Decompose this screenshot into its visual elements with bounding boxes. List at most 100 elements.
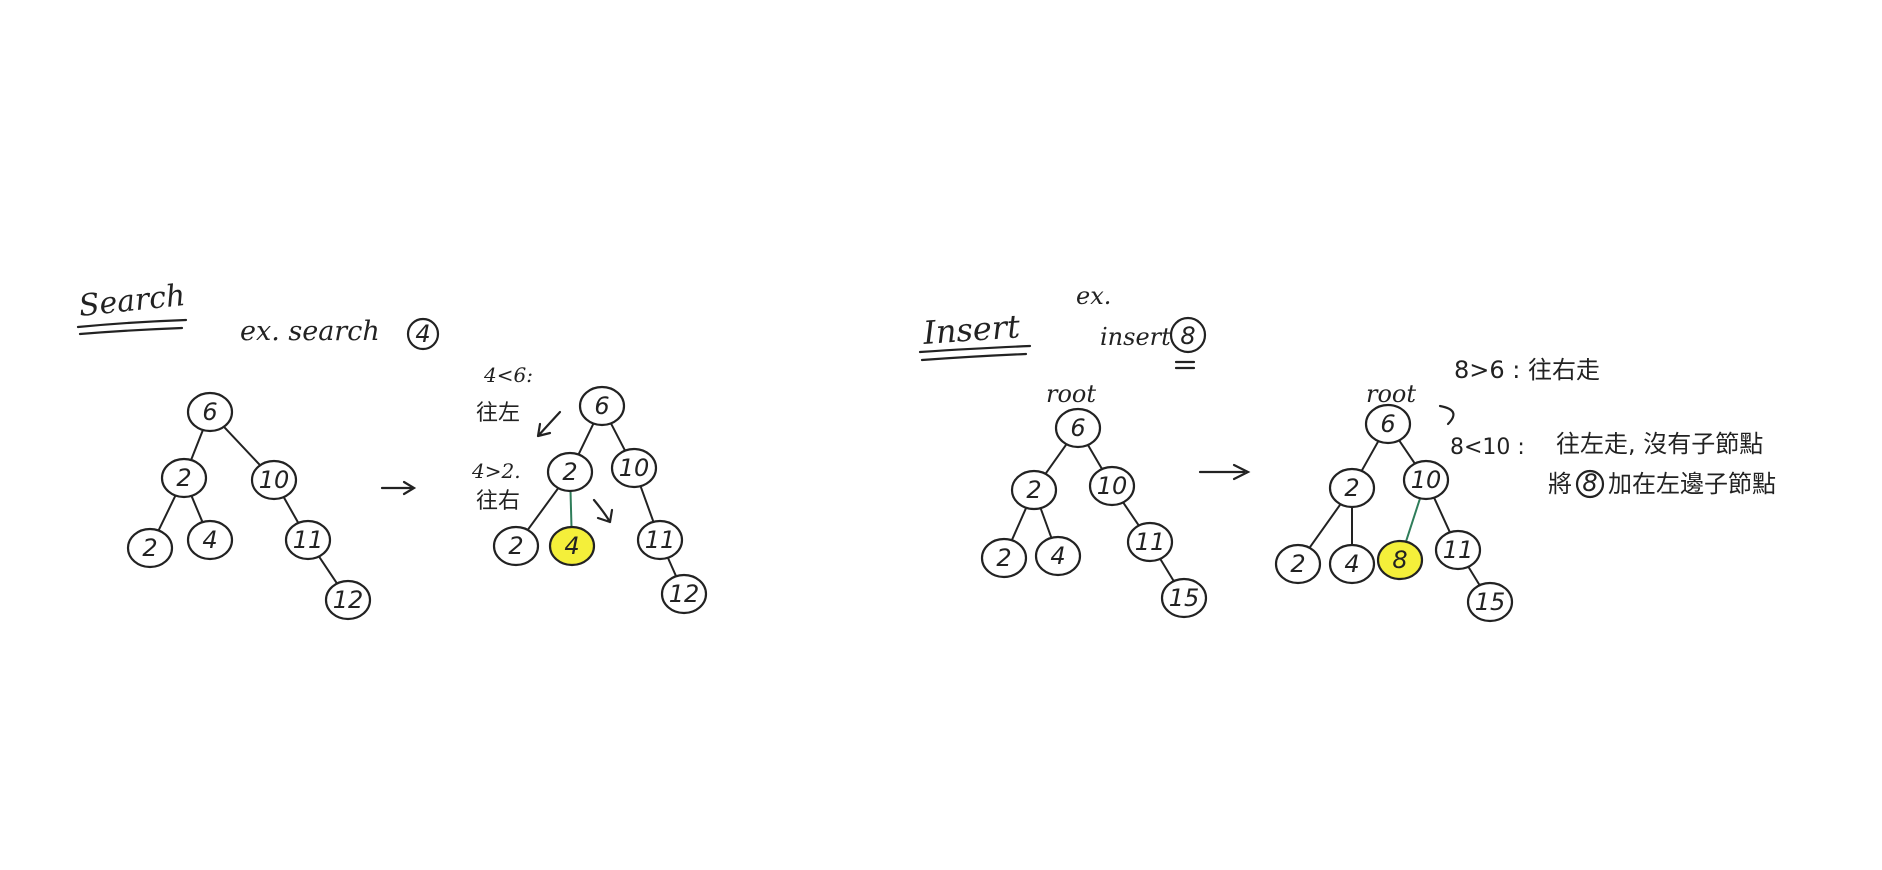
tree-node: 2 (492, 525, 540, 567)
tree-node-label: 8 (1392, 546, 1407, 574)
tree-node-circle (1364, 403, 1412, 445)
tree-node-label: 4 (1344, 550, 1359, 578)
tree-node-circle (1010, 469, 1058, 511)
tree-edge (577, 423, 595, 455)
tree-node-circle (160, 457, 208, 499)
insert-arrow (1198, 463, 1251, 481)
search-note-1-compare: 4<6: (483, 363, 533, 387)
tree-node-label: 4 (564, 532, 579, 560)
insert-title: Insert (921, 307, 1021, 352)
tree-node-label: 11 (293, 526, 324, 554)
tree-node-label: 2 (176, 464, 191, 492)
tree-edge (569, 491, 573, 527)
insert-root-label-after: root (1366, 380, 1416, 408)
tree-node-label: 12 (669, 580, 700, 608)
tree-node-label: 11 (645, 526, 676, 554)
tree-edge (1159, 558, 1175, 582)
tree-edge (1122, 501, 1140, 527)
tree-edge (190, 496, 204, 522)
insert-example-underline (1174, 360, 1196, 370)
tree-node: 2 (1328, 467, 1376, 509)
tree-node-label: 12 (333, 586, 364, 614)
tree-node-circle (1054, 407, 1102, 449)
insert-example-node-circle (1169, 316, 1207, 354)
tree-node-label: 15 (1475, 588, 1506, 616)
tree-node-label: 11 (1135, 528, 1166, 556)
tree-edge (1405, 498, 1421, 542)
search-title: Search (77, 278, 187, 324)
tree-node-circle (284, 519, 332, 561)
search-note-1-arrow (536, 410, 562, 438)
tree-node-label: 6 (1070, 414, 1085, 442)
tree-node-circle (492, 525, 540, 567)
tree-node: 10 (1088, 465, 1136, 507)
tree-node: 10 (250, 459, 298, 501)
tree-node-label: 10 (1097, 472, 1128, 500)
tree-edge (667, 557, 677, 577)
tree-node-circle (578, 385, 626, 427)
insert-example-text: insert (1100, 323, 1171, 351)
tree-node: 2 (546, 451, 594, 493)
tree-edge (1039, 508, 1053, 538)
search-note-1-action: 往左 (476, 401, 520, 426)
tree-node: 2 (1010, 469, 1058, 511)
tree-node: 11 (284, 519, 332, 561)
tree-node-circle (980, 537, 1028, 579)
tree-node-circle (1402, 459, 1450, 501)
tree-node: 8 (1376, 539, 1424, 581)
tree-node: 4 (1034, 535, 1082, 577)
tree-node-label: 2 (508, 532, 523, 560)
tree-node: 11 (1434, 529, 1482, 571)
tree-edge (1398, 439, 1416, 465)
search-note-2-action: 往右 (476, 489, 520, 514)
tree-node-label: 2 (142, 534, 157, 562)
tree-node-circle (1274, 543, 1322, 585)
tree-node-label: 6 (594, 392, 609, 420)
tree-node-circle (660, 573, 708, 615)
search-note-2-compare: 4>2. (471, 459, 521, 483)
insert-note-2-compare: 8<10 : (1450, 435, 1525, 460)
tree-node-circle (126, 527, 174, 569)
tree-node: 10 (610, 447, 658, 489)
search-note-2-arrow (592, 498, 614, 524)
tree-node-circle (1126, 521, 1174, 563)
tree-node-label: 2 (1344, 474, 1359, 502)
tree-node: 11 (636, 519, 684, 561)
tree-node-label: 15 (1169, 584, 1200, 612)
tree-node-circle (610, 447, 658, 489)
tree-node-circle (186, 519, 234, 561)
tree-node: 15 (1466, 581, 1514, 623)
tree-edge (222, 425, 262, 467)
tree-node-circle (1088, 465, 1136, 507)
tree-node-label: 6 (1380, 410, 1395, 438)
tree-edge (1308, 503, 1342, 549)
insert-title-underline (918, 344, 1032, 362)
tree-node: 4 (548, 525, 596, 567)
tree-node: 4 (1328, 543, 1376, 585)
search-tree-after: 6 2 10 2 4 11 12 (492, 385, 708, 615)
tree-node: 15 (1160, 577, 1208, 619)
insert-note-3-prefix: 將 (1548, 470, 1572, 498)
tree-node: 12 (324, 579, 372, 621)
tree-edge (639, 486, 655, 522)
tree-edge (610, 423, 626, 451)
tree-node-circle (548, 525, 596, 567)
tree-node-circle (636, 519, 684, 561)
tree-node-circle (1034, 535, 1082, 577)
tree-node-circle (250, 459, 298, 501)
tree-node-circle (1328, 467, 1376, 509)
insert-example-node-label: 8 (1180, 322, 1195, 350)
tree-node-circle (546, 451, 594, 493)
tree-node-label: 4 (202, 526, 217, 554)
tree-node: 12 (660, 573, 708, 615)
tree-node: 6 (1364, 403, 1412, 445)
tree-node-label: 2 (1290, 550, 1305, 578)
insert-note-1: 8>6 : 往右走 (1454, 356, 1600, 384)
tree-node-circle (1434, 529, 1482, 571)
tree-edge (526, 487, 560, 531)
insert-note-2-action: 往左走, 沒有子節點 (1556, 430, 1763, 458)
insert-note-3-node-label: 8 (1582, 469, 1597, 497)
